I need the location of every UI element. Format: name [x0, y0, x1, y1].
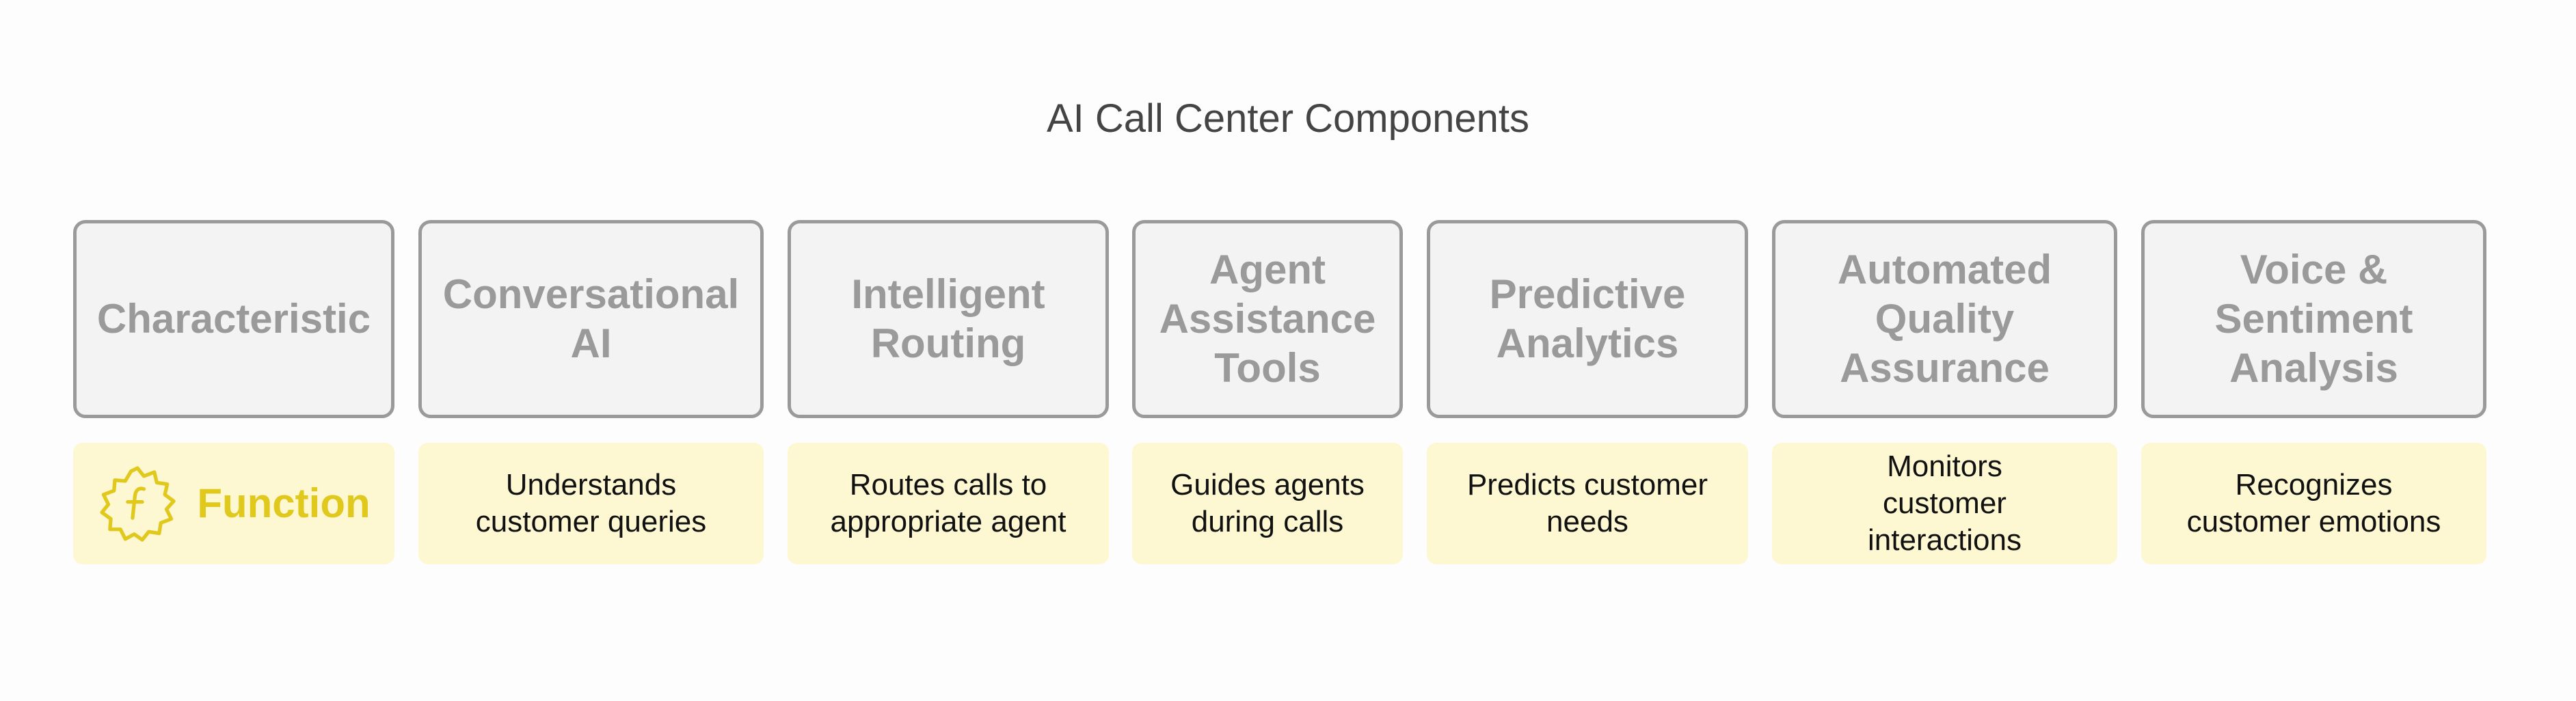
header-voice-sentiment-analysis: Voice & Sentiment Analysis: [2141, 220, 2486, 418]
row-label-text: Function: [197, 480, 371, 526]
row-label-function: Function: [73, 443, 394, 564]
cell-predictive-analytics-function: Predicts customer needs: [1427, 443, 1748, 564]
function-badge-icon: [100, 466, 176, 542]
header-automated-quality-assurance: Automated Quality Assurance: [1772, 220, 2117, 418]
header-conversational-ai: Conversational AI: [418, 220, 764, 418]
header-intelligent-routing: Intelligent Routing: [788, 220, 1109, 418]
cell-automated-quality-assurance-function: Monitors customer interactions: [1772, 443, 2117, 564]
header-predictive-analytics: Predictive Analytics: [1427, 220, 1748, 418]
cell-intelligent-routing-function: Routes calls to appropriate agent: [788, 443, 1109, 564]
cell-agent-assistance-tools-function: Guides agents during calls: [1132, 443, 1403, 564]
page-title: AI Call Center Components: [1047, 96, 1529, 141]
header-agent-assistance-tools: Agent Assistance Tools: [1132, 220, 1403, 418]
cell-voice-sentiment-analysis-function: Recognizes customer emotions: [2141, 443, 2486, 564]
header-characteristic: Characteristic: [73, 220, 394, 418]
cell-conversational-ai-function: Understands customer queries: [418, 443, 764, 564]
